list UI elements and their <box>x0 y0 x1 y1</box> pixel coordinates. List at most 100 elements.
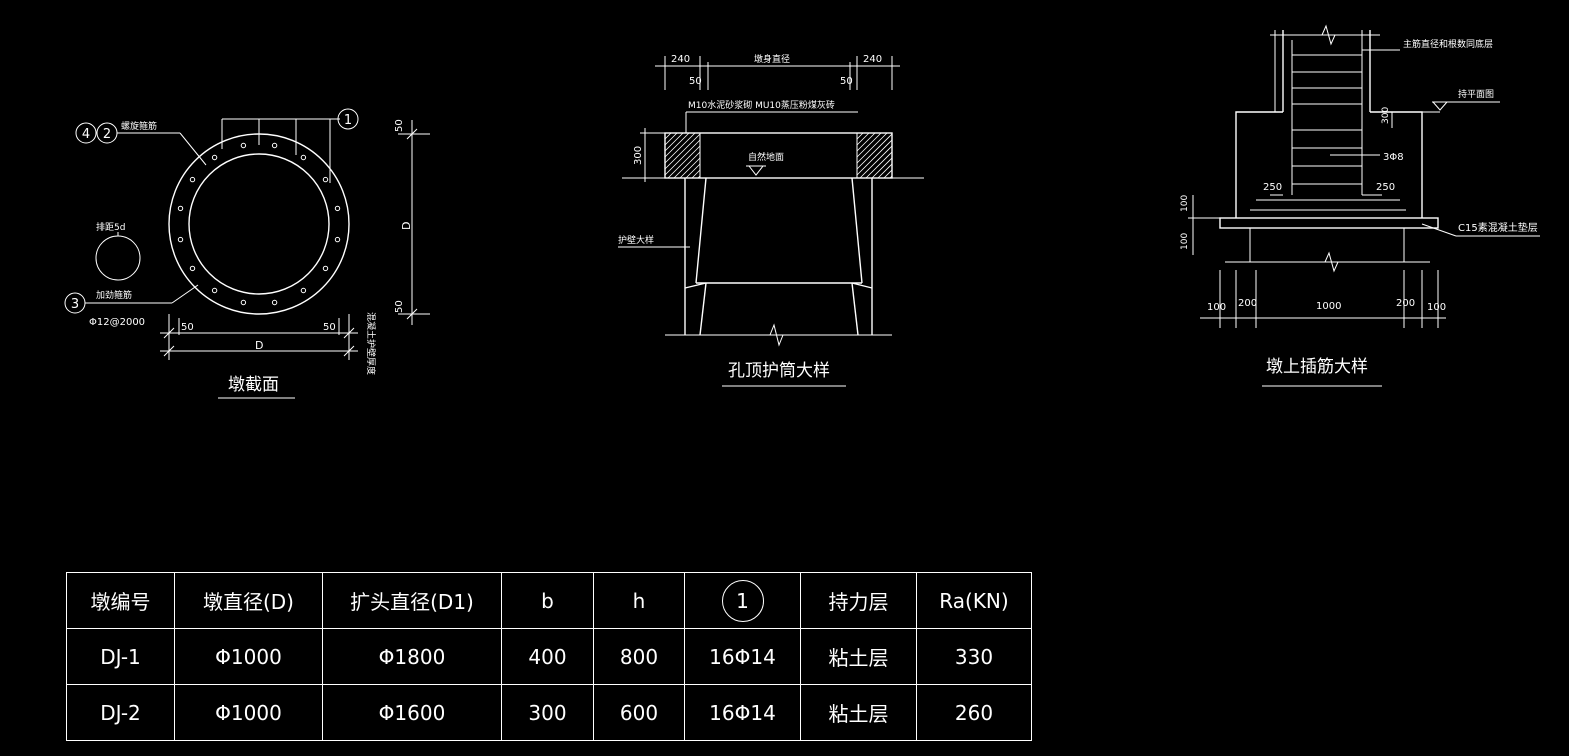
main-bar-label: 主筋直径和根数同底层 <box>1403 38 1493 50</box>
c15-label: C15素混凝土垫层 <box>1458 221 1538 234</box>
rebar-dot <box>211 154 218 161</box>
marker-1-label: 1 <box>344 113 352 128</box>
dim-240-right: 240 <box>863 54 882 65</box>
rebar-dot <box>211 287 218 294</box>
header-cell: 1 <box>684 572 801 629</box>
dim-300: 300 <box>1381 107 1391 124</box>
hatch-line <box>859 145 893 179</box>
c15-bed <box>1219 217 1439 229</box>
hatch-line <box>667 145 701 179</box>
rebar-dot <box>334 205 341 212</box>
wall-taper-right <box>851 177 863 284</box>
dowel-title: 墩上插筋大样 <box>1266 357 1368 377</box>
header-cell: 墩直径(D) <box>174 572 323 629</box>
hatch-line <box>679 157 701 179</box>
wall-taper-left <box>695 177 707 284</box>
table-cell: 800 <box>593 628 685 685</box>
rebar-dot <box>334 236 341 243</box>
break-symbol <box>769 323 784 347</box>
hatch-line <box>664 132 690 158</box>
leader-line <box>179 132 207 166</box>
dim-bottom-4: 200 <box>1396 298 1415 309</box>
table-cell: 16Φ14 <box>684 684 801 741</box>
table-cell: DJ-2 <box>66 684 175 741</box>
rebar-dot <box>189 265 196 272</box>
pile-schedule-table: 墩编号 墩直径(D) 扩头直径(D1) b h 1 持力层 Ra(KN) DJ-… <box>66 572 1032 741</box>
hatch-line <box>871 157 893 179</box>
ground-label: 自然地面 <box>748 151 784 163</box>
table-cell: 粘土层 <box>800 684 917 741</box>
level-triangle <box>1432 101 1448 111</box>
dim-50-bottom: 50 <box>394 300 405 313</box>
header-cell: b <box>501 572 594 629</box>
hatch-right <box>856 132 893 179</box>
marker-4-circle <box>75 122 97 144</box>
hatch-line <box>883 169 893 179</box>
wall-step-right <box>851 282 873 289</box>
header-cell: 墩编号 <box>66 572 175 629</box>
dim-tick <box>343 345 355 357</box>
hatch-line <box>664 132 684 152</box>
rebar-dot <box>240 299 247 306</box>
table-cell: 600 <box>593 684 685 741</box>
hatch-line <box>856 139 893 176</box>
spacing-circle <box>95 235 141 281</box>
rebar-dots <box>177 142 341 306</box>
dim-bottom-3: 1000 <box>1316 301 1341 312</box>
dim-tick <box>163 327 175 339</box>
header-cell: Ra(KN) <box>916 572 1032 629</box>
wall-taper2-left <box>699 282 707 336</box>
hatch-left <box>664 132 701 179</box>
dim-d-horizontal: D <box>255 339 263 352</box>
table-cell: 400 <box>501 628 594 685</box>
hatch-line <box>877 163 893 179</box>
marker-1-circle <box>337 108 359 130</box>
brick-label: M10水泥砂浆砌 MU10蒸压粉煤灰砖 <box>688 99 835 111</box>
marker-1-circle: 1 <box>721 579 764 622</box>
hatch-line <box>664 133 701 170</box>
dim-bottom-2: 200 <box>1238 298 1257 309</box>
hatch-line <box>664 139 701 176</box>
casing-title: 孔顶护筒大样 <box>728 361 830 381</box>
hatch-line <box>856 132 864 140</box>
hatch-line <box>865 151 893 179</box>
rebar-dot <box>271 299 278 306</box>
hatch-line <box>673 151 701 179</box>
rebar-dot <box>177 205 184 212</box>
marker-4-label: 4 <box>82 127 90 142</box>
cap-right <box>1370 111 1423 218</box>
wall-taper2-right <box>851 282 859 336</box>
rebar-dot <box>271 142 278 149</box>
dim-tick <box>406 128 418 140</box>
section-title: 墩截面 <box>228 375 279 395</box>
stiffener-spec: Φ12@2000 <box>89 317 145 328</box>
table-cell: DJ-1 <box>66 628 175 685</box>
hatch-line <box>664 132 672 140</box>
header-cell: 持力层 <box>800 572 917 629</box>
hatch-line <box>664 132 696 164</box>
cap-left <box>1235 111 1283 218</box>
dim-100-upper: 100 <box>1180 195 1190 212</box>
rebar-dot <box>322 176 329 183</box>
pile-inner-circle <box>188 153 330 295</box>
dim-bottom-5: 100 <box>1427 302 1446 313</box>
hatch-line <box>856 132 870 146</box>
hatch-line <box>856 133 893 170</box>
dim-tick <box>163 345 175 357</box>
ground-mark-triangle <box>748 165 764 176</box>
marker-2-label: 2 <box>103 127 111 142</box>
stiffener-label: 加劲箍筋 <box>96 289 132 301</box>
header-cell: 扩头直径(D1) <box>322 572 502 629</box>
table-cell: Φ1600 <box>322 684 502 741</box>
rebar-dot <box>240 142 247 149</box>
table-cell: 16Φ14 <box>684 628 801 685</box>
rebar-dot <box>300 287 307 294</box>
bar-spacing-label: 排距5d <box>96 221 125 233</box>
table-row: DJ-2 Φ1000 Φ1600 300 600 16Φ14 粘土层 260 <box>66 684 1032 741</box>
stirrup-label: 3Φ8 <box>1383 152 1404 163</box>
header-cell: h <box>593 572 685 629</box>
dim-50-right: 50 <box>840 76 853 87</box>
dim-50-right: 50 <box>323 322 336 333</box>
leader-line <box>171 284 199 304</box>
